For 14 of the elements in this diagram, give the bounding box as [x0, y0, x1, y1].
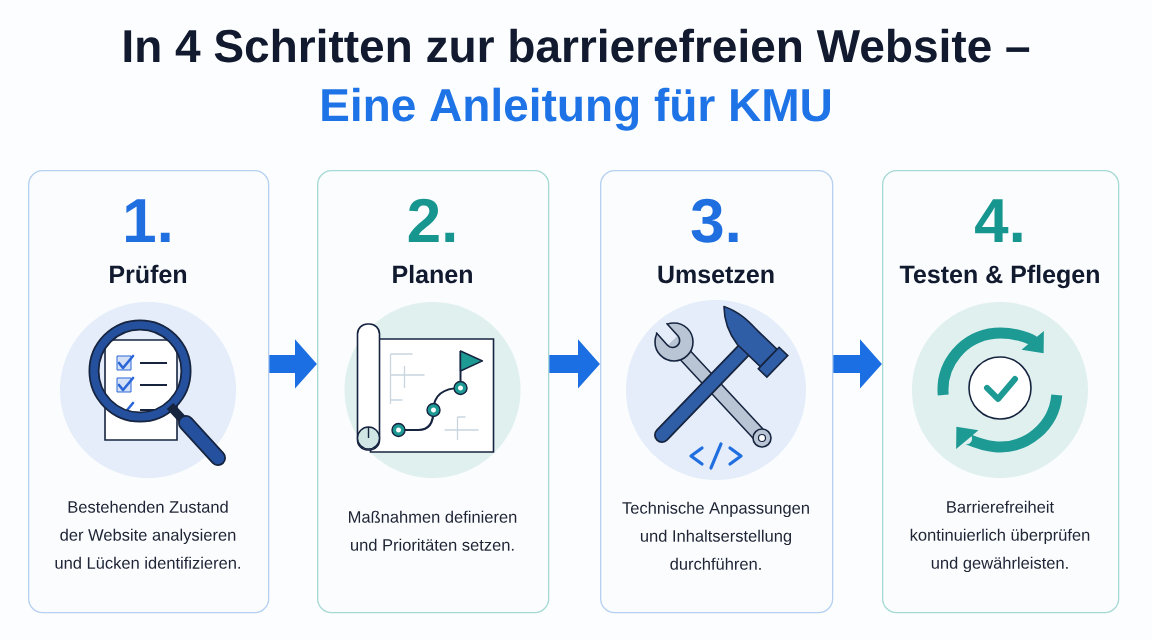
subtitle: Eine Anleitung für KMU [322, 87, 830, 131]
step-number: 4. [975, 199, 1022, 242]
step-heading: Prüfen [110, 264, 187, 284]
title: In 4 Schritten zur barrierefreien Website – [124, 28, 1030, 63]
step-description: Technische Anpassungen und Inhaltserstellung durchführen. [622, 501, 809, 570]
step-heading: Planen [393, 264, 472, 284]
step-description: Barrierefreiheit kontinuierlich überprüfen und gewährleisten. [910, 500, 1090, 573]
step-number: 3. [691, 198, 738, 243]
step-number: 1. [126, 199, 170, 242]
step-description: Bestehenden Zustand der Website analysieren und Lücken identifizieren. [55, 500, 240, 569]
step-heading: Testen & Pflegen [899, 264, 1099, 289]
step-heading: Umsetzen [658, 265, 774, 284]
step-description: Maßnahmen definieren und Prioritäten setzen. [349, 510, 517, 551]
step-number: 2. [408, 198, 455, 242]
